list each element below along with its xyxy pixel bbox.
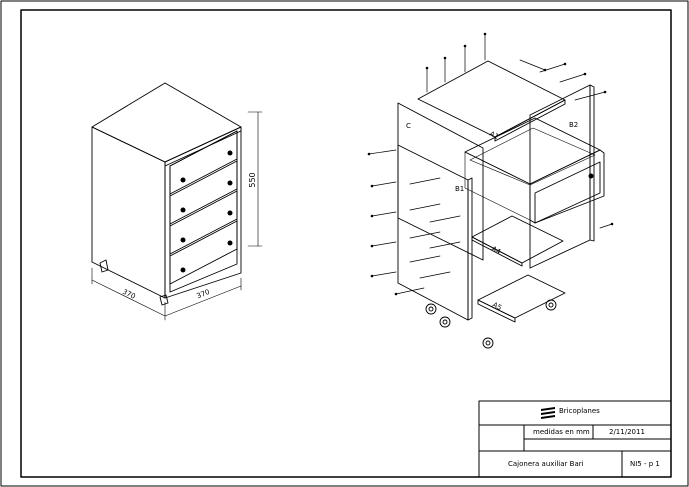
title-block-sheet: NI5 - p 1	[630, 460, 660, 468]
exploded-view	[397, 60, 605, 323]
part-label-a5: A5	[491, 301, 503, 312]
title-block-frame	[478, 400, 672, 478]
dimension-height-label: 550	[248, 172, 257, 187]
brand-logo	[541, 407, 555, 419]
drawer-knobs	[180, 150, 233, 273]
part-label-a1: A1	[488, 130, 500, 141]
screws-left	[368, 149, 461, 295]
screws-top	[426, 33, 486, 93]
title-block-title: Cajonera auxiliar Bari	[508, 460, 584, 468]
screw-heads	[367, 32, 614, 296]
dimension-depth-label: 370	[121, 288, 137, 301]
assembled-chest	[91, 82, 263, 321]
title-block-brand: Bricoplanes	[559, 407, 600, 415]
screws-right	[519, 59, 613, 229]
inner-frame	[20, 9, 672, 478]
title-block-units: medidas en mm	[533, 428, 590, 436]
part-label-c: C	[406, 122, 411, 130]
caster-wheels	[425, 299, 557, 349]
part-label-a4: A4	[490, 245, 502, 257]
part-label-b1: B1	[455, 185, 464, 193]
part-label-b2: B2	[569, 121, 578, 129]
title-block-date: 2/11/2011	[609, 428, 645, 436]
